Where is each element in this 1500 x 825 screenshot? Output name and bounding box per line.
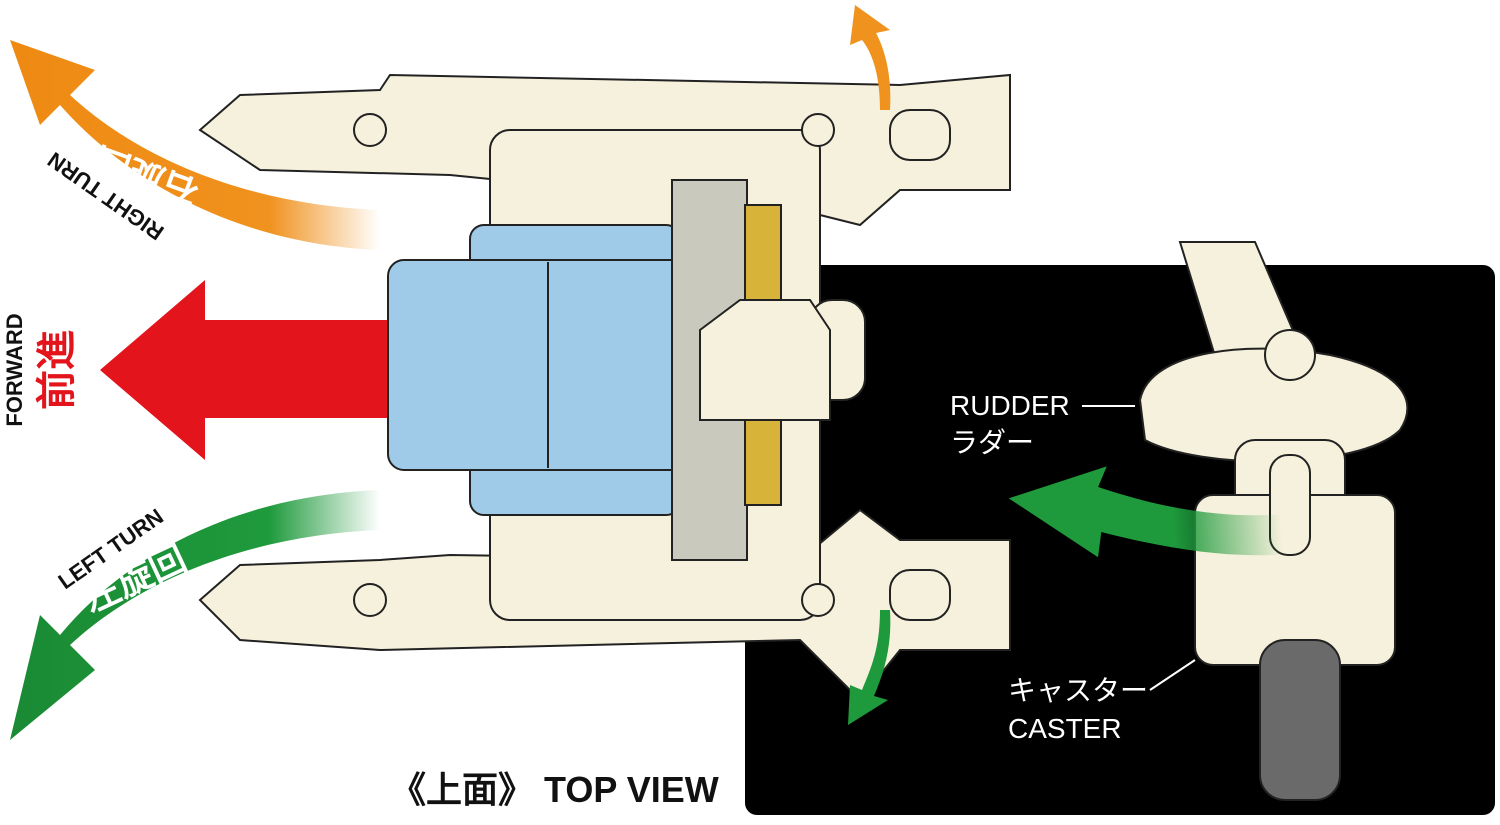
rudder-label-jp: ラダー [950,427,1034,458]
rudder-label-en: RUDDER [950,390,1070,421]
rudder-arrow [1008,466,1284,558]
caster-label-en: CASTER [1008,713,1122,744]
right-turn-arrow [10,40,380,250]
left-turn-arrow [10,490,380,740]
right-wheel-arrow [850,5,891,110]
left-wheel-arrow [848,610,891,725]
robot-body [198,73,1011,702]
forward-label-jp: 前進 [35,330,79,410]
forward-arrow [100,280,400,460]
caster-label-jp: キャスター [1008,675,1148,706]
forward-label-en: FORWARD [2,313,27,426]
view-title: 《上面》 TOP VIEW [390,769,719,810]
